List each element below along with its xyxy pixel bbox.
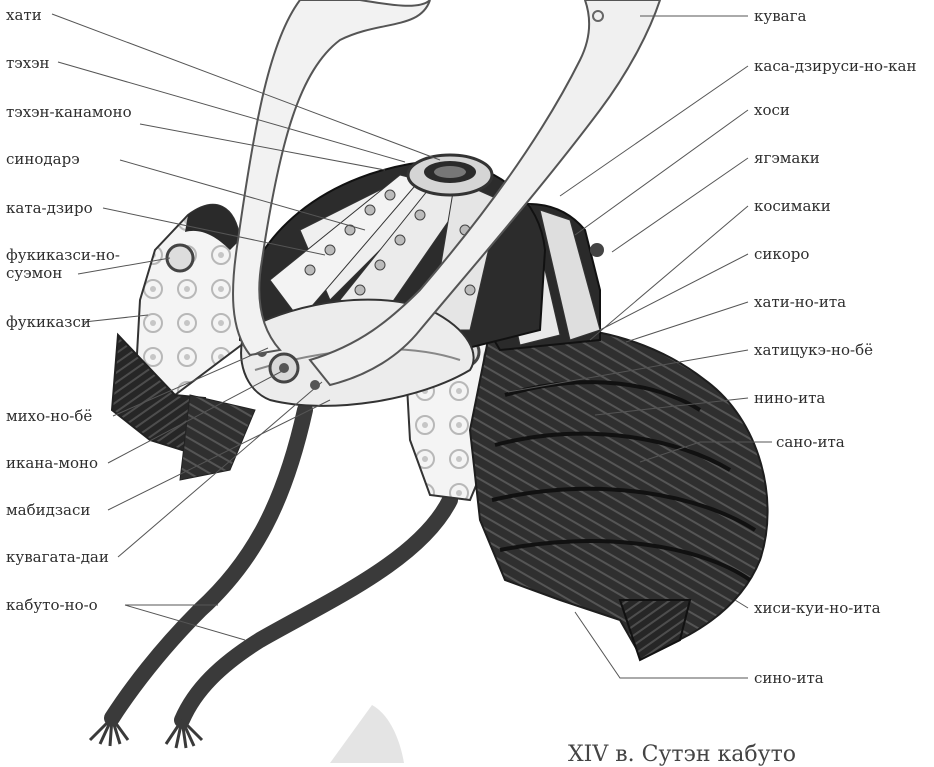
cord-right (166, 500, 450, 748)
label-kuvaga: кувага (754, 7, 806, 25)
label-ikana-mono: икана-моно (6, 454, 98, 472)
label-hati-no-ita: хати-но-ита (754, 293, 846, 311)
label-mabidzasi: мабидзаси (6, 501, 90, 519)
label-jagemaki: ягэмаки (754, 149, 820, 167)
label-hati: хати (6, 6, 42, 24)
label-miho-no-bjo: михо-но-бё (6, 407, 92, 425)
label-sino-ita: сино-ита (754, 669, 824, 687)
label-kata-dziro: ката-дзиро (6, 199, 93, 217)
label-hisi-kui-no-ita: хиси-куи-но-ита (754, 599, 881, 617)
label-haticuke-no-bjo: хатицукэ-но-бё (754, 341, 873, 359)
lower-fragment (330, 705, 404, 763)
fukikaeshi-left (112, 205, 255, 480)
label-hosi: хоси (754, 101, 790, 119)
label-sinodare: синодарэ (6, 150, 80, 168)
shikoro (470, 327, 768, 660)
label-tehen-kanamono: тэхэн-канамоно (6, 103, 132, 121)
label-kasa-dzirusi-no-kan: каса-дзируси-но-кан (754, 57, 916, 75)
label-nino-ita: нино-ита (754, 389, 825, 407)
label-kosimaki: косимаки (754, 197, 831, 215)
label-fukikazsi: фукиказси (6, 313, 91, 331)
figure-caption: XIV в. Сутэн кабуто (568, 742, 796, 767)
label-sikoro: сикоро (754, 245, 809, 263)
label-fukikazsi-no-suemon: фукиказси-но- суэмон (6, 246, 120, 282)
label-tehen: тэхэн (6, 54, 50, 72)
label-sano-ita: сано-ита (776, 433, 845, 451)
label-kuvagata-dai: кувагата-даи (6, 548, 109, 566)
label-kabuto-no-o: кабуто-но-о (6, 596, 98, 614)
